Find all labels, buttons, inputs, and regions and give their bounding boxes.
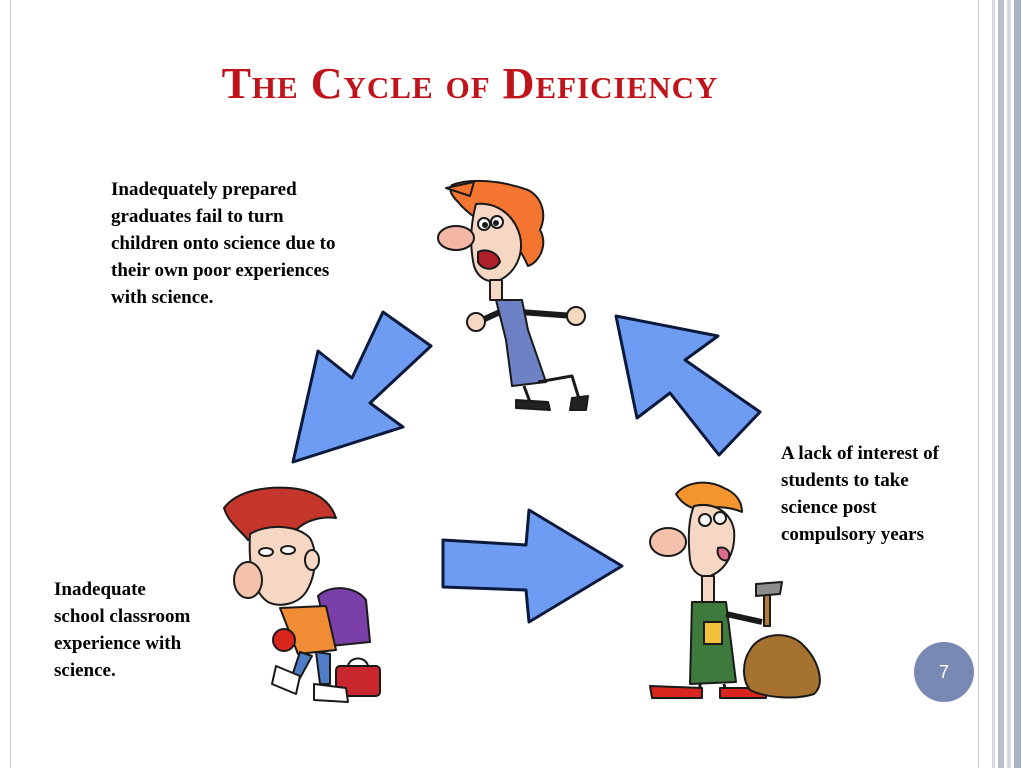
schoolboy-with-backpack-icon (223, 486, 381, 703)
caption-left-line: experience with (54, 633, 182, 654)
caption-right: A lack of interest of students to take s… (781, 440, 939, 548)
caption-top-line: with science. (111, 287, 214, 308)
caption-top-line: their own poor experiences (111, 260, 330, 281)
caption-top-line: children onto science due to (111, 233, 336, 254)
slide-title: The Cycle of Deficiency (221, 59, 719, 108)
young-man-with-hammer-icon (649, 481, 821, 699)
caption-right-line: compulsory years (781, 524, 925, 545)
caption-left-line: science. (54, 660, 116, 681)
caption-left-line: Inadequate (54, 579, 146, 600)
caption-top-line: Inadequately prepared (111, 179, 297, 200)
angry-teacher-icon (437, 179, 589, 411)
caption-left-line: school classroom (54, 606, 191, 627)
page-number-badge: 7 (914, 642, 974, 702)
caption-top-line: graduates fail to turn (111, 206, 284, 227)
arrow-left-to-right (441, 508, 624, 624)
left-border-line (10, 0, 11, 768)
arrow-right-to-top (614, 314, 762, 457)
caption-right-line: science post (781, 497, 877, 518)
caption-right-line: A lack of interest of (781, 443, 939, 464)
arrow-top-to-left (291, 310, 433, 464)
cycle-diagram (223, 179, 821, 703)
right-border-line (978, 0, 979, 768)
caption-right-line: students to take (781, 470, 909, 491)
right-rail (988, 0, 1024, 768)
caption-top: Inadequately prepared graduates fail to … (111, 176, 335, 311)
caption-left: Inadequate school classroom experience w… (54, 576, 190, 684)
